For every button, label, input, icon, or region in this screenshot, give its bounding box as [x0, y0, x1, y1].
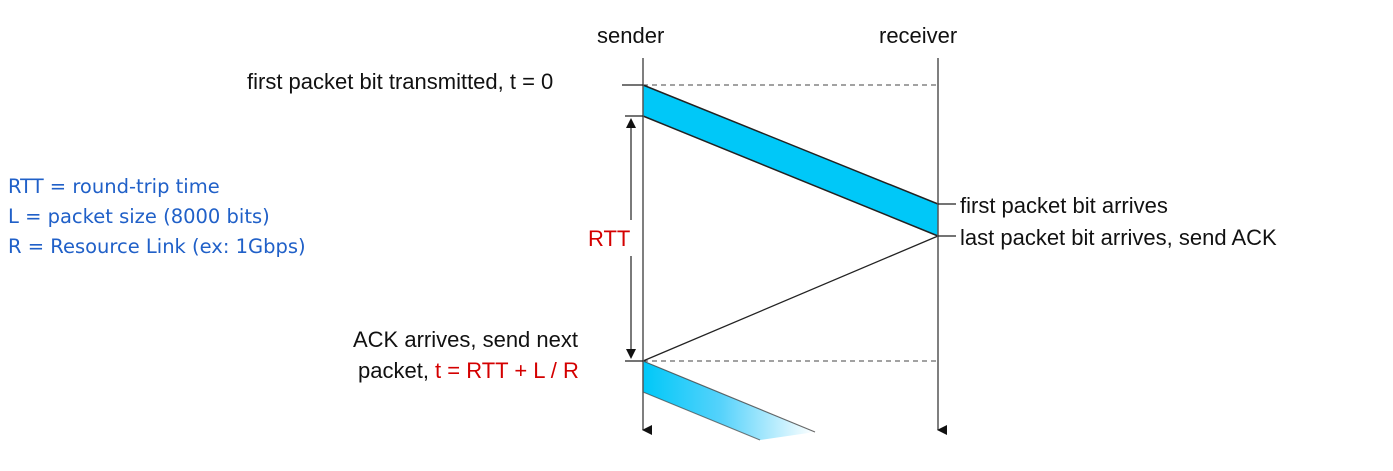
legend-item-packet-size: L = packet size (8000 bits): [8, 205, 270, 228]
label-next-packet-formula: t = RTT + L / R: [435, 358, 579, 383]
rtt-arrowhead-down-icon: [626, 349, 636, 359]
receiver-header: receiver: [879, 23, 958, 48]
ack-line: [642, 235, 939, 362]
legend: RTT = round-trip time L = packet size (8…: [8, 172, 306, 262]
first-packet-band: [643, 85, 938, 236]
next-packet-leading-edge: [642, 360, 816, 433]
label-next-packet-prefix: packet,: [358, 358, 436, 383]
label-ack-arrives: ACK arrives, send next: [353, 327, 578, 352]
label-last-arrives: last packet bit arrives, send ACK: [960, 225, 1277, 250]
legend-item-link-rate: R = Resource Link (ex: 1Gbps): [8, 235, 306, 258]
legend-item-rtt: RTT = round-trip time: [8, 175, 220, 198]
rtt-arrowhead-up-icon: [626, 118, 636, 128]
packet-leading-edge: [642, 84, 939, 205]
next-packet-band: [643, 361, 815, 440]
label-first-transmitted: first packet bit transmitted, t = 0: [247, 69, 554, 94]
label-first-arrives: first packet bit arrives: [960, 193, 1168, 218]
next-packet-trailing-edge: [642, 391, 761, 441]
sender-header: sender: [597, 23, 665, 48]
packet-trailing-edge: [642, 115, 939, 237]
label-next-packet: packet, t = RTT + L / R: [358, 358, 579, 384]
rtt-label: RTT: [588, 226, 631, 251]
